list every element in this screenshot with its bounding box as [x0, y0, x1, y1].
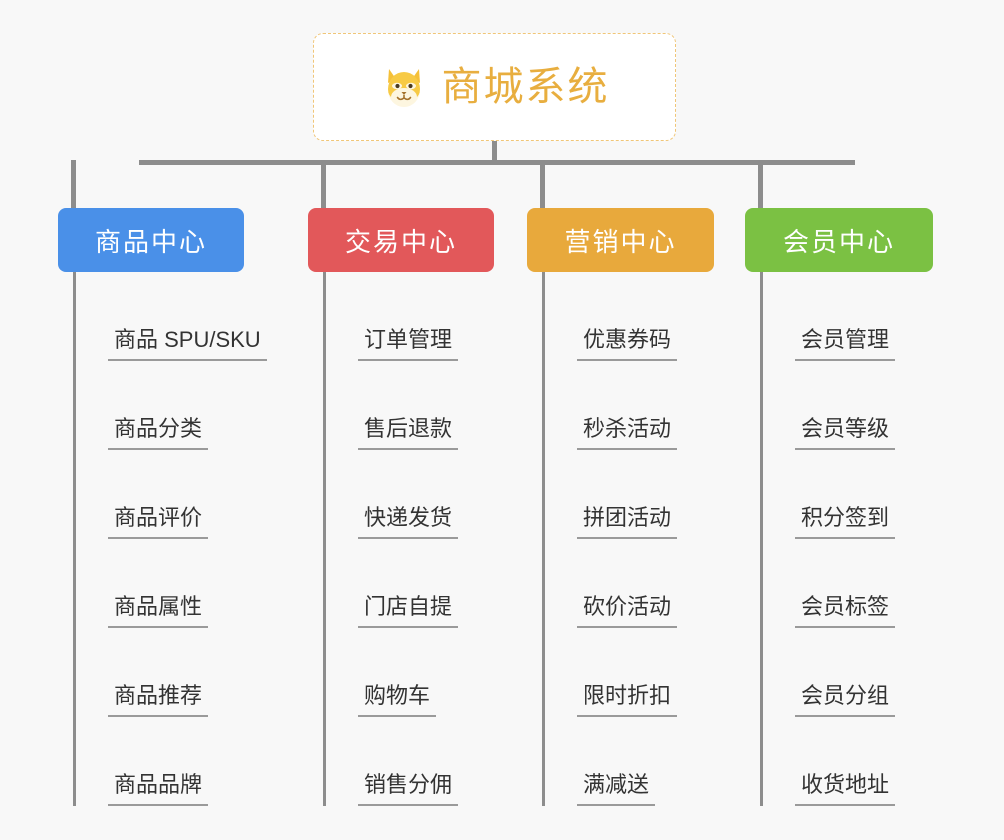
connector-drop-product	[71, 160, 76, 210]
connector-drop-marketing	[540, 160, 545, 210]
shiba-dog-face-icon	[380, 63, 428, 111]
leaf-label: 拼团活动	[583, 504, 672, 530]
leaf-label: 购物车	[364, 682, 431, 708]
leaf-item[interactable]: 满减送	[545, 717, 714, 806]
branch-column-product: 商品中心 商品 SPU/SKU 商品分类 商品评价 商品属性 商品推荐 商品品牌	[58, 160, 267, 806]
leaf-item[interactable]: 砍价活动	[545, 539, 714, 628]
leaf-label: 商品评价	[114, 504, 203, 530]
leaf-item[interactable]: 会员标签	[763, 539, 933, 628]
leaf-item[interactable]: 商品评价	[76, 450, 244, 539]
branch-header-label: 商品中心	[94, 226, 207, 257]
leaf-item[interactable]: 商品品牌	[76, 717, 244, 806]
leaf-label: 秒杀活动	[583, 415, 672, 441]
branch-header-product[interactable]: 商品中心	[58, 208, 244, 272]
leaf-item[interactable]: 门店自提	[326, 539, 494, 628]
branch-header-member[interactable]: 会员中心	[745, 208, 933, 272]
leaf-item[interactable]: 销售分佣	[326, 717, 494, 806]
leaf-label: 会员等级	[801, 415, 890, 441]
branch-header-trade[interactable]: 交易中心	[308, 208, 494, 272]
leaf-item[interactable]: 订单管理	[326, 272, 494, 361]
leaf-item[interactable]: 会员分组	[763, 628, 933, 717]
leaf-label: 商品 SPU/SKU	[114, 326, 261, 352]
leaf-label: 商品分类	[114, 415, 203, 441]
leaf-item[interactable]: 会员管理	[763, 272, 933, 361]
leaf-label: 会员标签	[801, 593, 890, 619]
leaf-item[interactable]: 商品属性	[76, 539, 244, 628]
leaf-item[interactable]: 商品推荐	[76, 628, 244, 717]
connector-drop-member	[758, 160, 763, 210]
leaf-item[interactable]: 秒杀活动	[545, 361, 714, 450]
branch-column-member: 会员中心 会员管理 会员等级 积分签到 会员标签 会员分组 收货地址	[745, 160, 933, 806]
root-node[interactable]: 商城系统	[313, 33, 676, 141]
leaf-label: 销售分佣	[364, 771, 453, 797]
leaf-label: 积分签到	[801, 504, 890, 530]
leaf-label: 满减送	[583, 771, 650, 797]
leaf-item[interactable]: 限时折扣	[545, 628, 714, 717]
branch-column-trade: 交易中心 订单管理 售后退款 快递发货 门店自提 购物车 销售分佣	[308, 160, 494, 806]
leaf-label: 商品属性	[114, 593, 203, 619]
connector-bus-bar	[139, 160, 855, 165]
leaf-item[interactable]: 收货地址	[763, 717, 933, 806]
leaf-item[interactable]: 会员等级	[763, 361, 933, 450]
leaf-item[interactable]: 积分签到	[763, 450, 933, 539]
connector-drop-trade	[321, 160, 326, 210]
leaf-label: 优惠券码	[583, 326, 672, 352]
leaf-label: 收货地址	[801, 771, 890, 797]
leaf-item[interactable]: 商品分类	[76, 361, 244, 450]
leaf-label: 商品推荐	[114, 682, 203, 708]
connector-root-stem	[492, 141, 497, 163]
leaf-item[interactable]: 拼团活动	[545, 450, 714, 539]
leaf-list-member: 会员管理 会员等级 积分签到 会员标签 会员分组 收货地址	[760, 272, 933, 806]
branch-header-marketing[interactable]: 营销中心	[527, 208, 714, 272]
leaf-label: 会员分组	[801, 682, 890, 708]
branch-header-label: 营销中心	[564, 226, 677, 257]
branch-header-label: 会员中心	[782, 226, 895, 257]
leaf-label: 门店自提	[364, 593, 453, 619]
leaf-label: 砍价活动	[583, 593, 672, 619]
leaf-label: 商品品牌	[114, 771, 203, 797]
leaf-list-trade: 订单管理 售后退款 快递发货 门店自提 购物车 销售分佣	[323, 272, 494, 806]
leaf-label: 限时折扣	[583, 682, 672, 708]
leaf-list-marketing: 优惠券码 秒杀活动 拼团活动 砍价活动 限时折扣 满减送	[542, 272, 714, 806]
leaf-item[interactable]: 购物车	[326, 628, 494, 717]
leaf-label: 会员管理	[801, 326, 890, 352]
leaf-item[interactable]: 快递发货	[326, 450, 494, 539]
leaf-list-product: 商品 SPU/SKU 商品分类 商品评价 商品属性 商品推荐 商品品牌	[73, 272, 267, 806]
leaf-item[interactable]: 售后退款	[326, 361, 494, 450]
branch-header-label: 交易中心	[344, 226, 457, 257]
leaf-item[interactable]: 商品 SPU/SKU	[76, 272, 267, 361]
leaf-label: 售后退款	[364, 415, 453, 441]
branch-column-marketing: 营销中心 优惠券码 秒杀活动 拼团活动 砍价活动 限时折扣 满减送	[527, 160, 714, 806]
leaf-label: 订单管理	[364, 326, 453, 352]
leaf-item[interactable]: 优惠券码	[545, 272, 714, 361]
root-title: 商城系统	[441, 65, 610, 109]
leaf-label: 快递发货	[364, 504, 453, 530]
